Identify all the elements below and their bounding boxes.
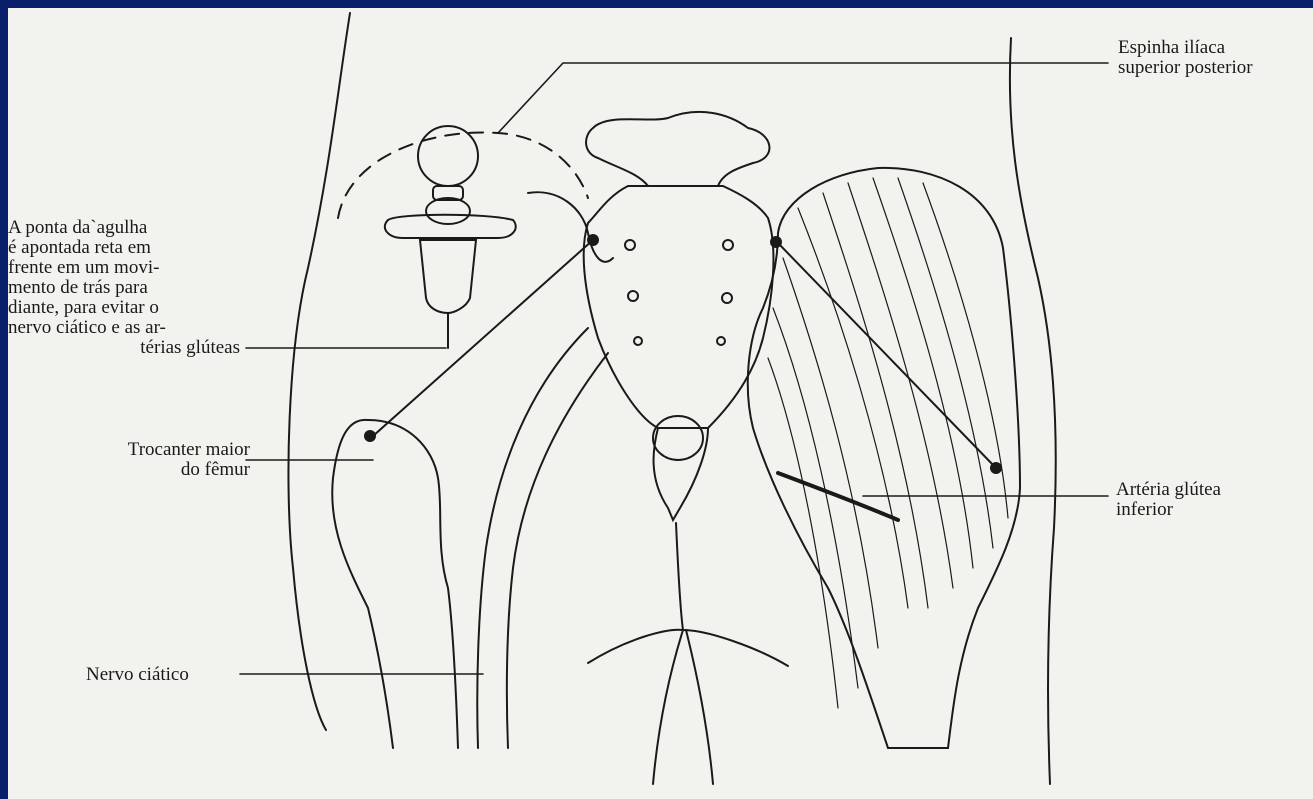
landmark-dot-psis-right xyxy=(770,236,782,248)
iliac-crest-dashed xyxy=(338,132,588,218)
needle-label-line: A ponta da`agulha xyxy=(8,218,240,238)
gluteal-artery-label: Artéria glútea inferior xyxy=(1116,480,1221,520)
spine-label-line: superior posterior xyxy=(1118,58,1253,78)
sacral-foramen xyxy=(628,291,638,301)
vertebra xyxy=(586,112,769,186)
sciatic-nerve-inner xyxy=(507,353,608,748)
artery-label-line: Artéria glútea xyxy=(1116,480,1221,500)
leg-inner-right xyxy=(686,630,713,784)
iliac-spine-label: Espinha ilíaca superior posterior xyxy=(1118,38,1253,78)
sciatic-nerve-outer xyxy=(477,328,588,748)
sacral-foramen xyxy=(723,240,733,250)
needle-direction-label: A ponta da`agulha é apontada reta em fre… xyxy=(8,218,240,358)
trochanter-label-line: Trocanter maior xyxy=(58,440,250,460)
sacral-foramen xyxy=(625,240,635,250)
injection-line-right xyxy=(778,243,996,468)
sacral-foramen xyxy=(722,293,732,303)
sacrum xyxy=(584,186,774,428)
femur-left xyxy=(332,420,393,748)
syringe-barrel xyxy=(420,240,476,313)
landmark-dot-psis-left xyxy=(587,234,599,246)
sacral-foramen xyxy=(634,337,642,345)
body-outline-left xyxy=(288,13,350,730)
leader-spine xyxy=(498,63,1108,133)
sacral-foramen xyxy=(717,337,725,345)
landmark-dot-artery xyxy=(990,462,1002,474)
syringe-flange xyxy=(385,215,516,238)
coccyx xyxy=(654,428,708,520)
injection-line xyxy=(373,240,593,436)
gluteal-anatomy-illustration xyxy=(8,8,1313,799)
trochanter-label-line: do fêmur xyxy=(58,460,250,480)
coccyx-tip xyxy=(653,416,703,460)
artery-label-line: inferior xyxy=(1116,500,1221,520)
diagram-page: A ponta da`agulha é apontada reta em fre… xyxy=(8,8,1313,799)
spine-label-line: Espinha ilíaca xyxy=(1118,38,1253,58)
needle-label-line: frente em um movi- xyxy=(8,258,240,278)
gluteal-cleft xyxy=(676,523,683,630)
needle-label-line: mento de trás para xyxy=(8,278,240,298)
syringe-collar xyxy=(426,198,470,224)
needle-label-line: nervo ciático e as ar- xyxy=(8,318,240,338)
leg-inner-left xyxy=(653,630,683,784)
sciatic-nerve-label: Nervo ciático xyxy=(86,665,189,685)
trochanter-label: Trocanter maior do fêmur xyxy=(58,440,250,480)
femur-left-inner xyxy=(368,420,458,748)
needle-label-line: térias glúteas xyxy=(8,338,240,358)
iliac-wing-left xyxy=(528,192,613,262)
needle-label-line: é apontada reta em xyxy=(8,238,240,258)
landmark-dot-trochanter xyxy=(364,430,376,442)
needle-label-line: diante, para evitar o xyxy=(8,298,240,318)
